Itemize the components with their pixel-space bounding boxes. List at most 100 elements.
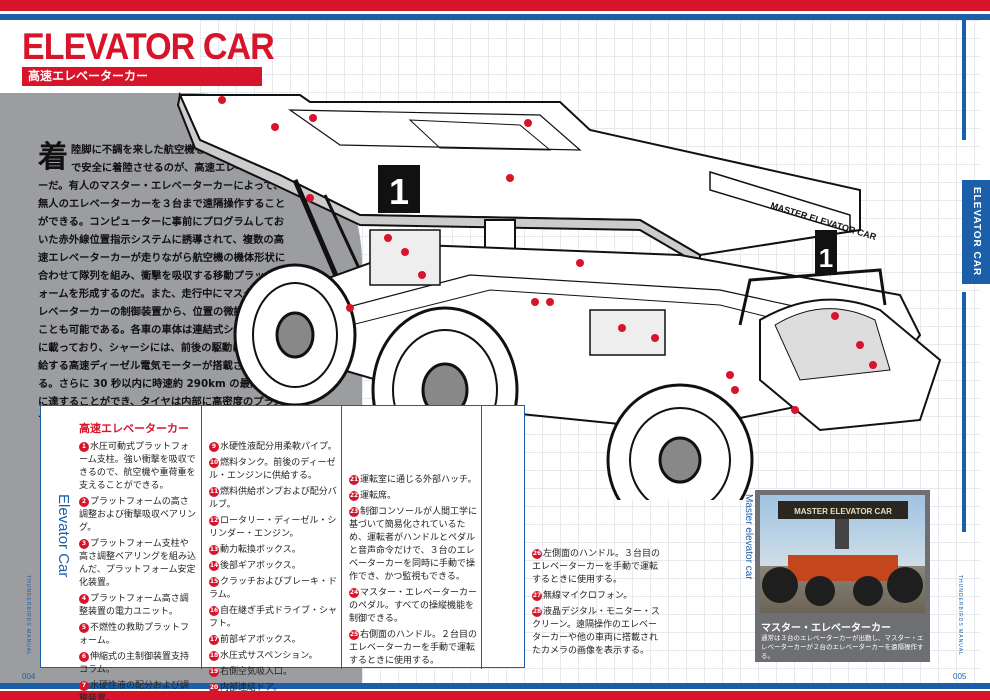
legend-heading: 高速エレベーターカー bbox=[79, 422, 189, 435]
legend-number-badge: 3 bbox=[79, 538, 89, 549]
side-rule bbox=[962, 292, 966, 532]
placard-number: 1 bbox=[819, 243, 833, 273]
photo-caption: 通常は３台のエレベーターカーが出動し、マスター・エレベーターカーが２台のエレベー… bbox=[761, 634, 924, 660]
bottom-stripe bbox=[0, 683, 990, 700]
legend-item-text: 水圧可動式プラットフォーム支柱。強い衝撃を吸収できるので、航空機や重荷重を支える… bbox=[79, 442, 196, 491]
photo-side-label: Master elevator car bbox=[743, 494, 754, 580]
side-tab: ELEVATOR CAR bbox=[962, 180, 990, 284]
page-number-left: 004 bbox=[22, 672, 36, 681]
margin-label-right: THUNDERBIRDS MANUAL bbox=[957, 575, 963, 656]
side-rule bbox=[962, 20, 966, 140]
legend-number-badge: 20 bbox=[209, 682, 219, 693]
legend-side-label: Elevator Car bbox=[55, 494, 72, 578]
legend-item-text: 自在継ぎ手式ドライブ・シャフト。 bbox=[209, 606, 338, 629]
legend-number-badge: 14 bbox=[209, 560, 219, 571]
legend-item-text: 右側面のハンドル。２台目のエレベーターカーを手動で運転するときに使用する。 bbox=[349, 630, 478, 666]
callout-markers bbox=[218, 96, 877, 414]
drop-cap: 着 bbox=[38, 140, 68, 175]
legend-number-badge: 2 bbox=[79, 496, 89, 507]
photo-box: MASTER ELEVATOR CAR マスター・エレベーターカー 通常は３台の… bbox=[755, 490, 930, 662]
legend-item-text: ロータリー・ディーゼル・シリンダー・エンジン。 bbox=[209, 516, 337, 539]
legend-number-badge: 6 bbox=[79, 651, 89, 662]
legend-number-badge: 25 bbox=[349, 629, 359, 640]
legend-item-text: 水硬性液配分用柔軟パイプ。 bbox=[220, 442, 337, 452]
legend-item-text: 燃料供給ポンプおよび配分バルブ。 bbox=[209, 487, 337, 510]
legend-item-text: プラットフォーム支柱や高さ調整ベアリングを組み込んだ、プラットフォーム安定化装置… bbox=[79, 539, 197, 588]
photo: MASTER ELEVATOR CAR bbox=[760, 495, 925, 613]
top-stripe bbox=[0, 0, 990, 20]
legend-number-badge: 24 bbox=[349, 587, 359, 598]
legend-number-badge: 7 bbox=[79, 680, 89, 691]
number-placard: 1 bbox=[378, 165, 420, 213]
page-title: ELEVATOR CAR bbox=[22, 26, 275, 67]
legend-item-text: 水圧式サスペンション。 bbox=[220, 651, 318, 661]
legend-item-text: プラットフォームの高さ調整および衝撃吸収ベアリング。 bbox=[79, 497, 197, 533]
legend-number-badge: 15 bbox=[209, 576, 219, 587]
legend-item-text: クラッチおよびブレーキ・ドラム。 bbox=[209, 577, 338, 600]
legend-item-text: 液晶デジタル・モニター・スクリーン。遠隔操作のエレベーターカーや他の車両に搭載さ… bbox=[532, 607, 660, 656]
legend-number-badge: 9 bbox=[209, 441, 219, 452]
legend-number-badge: 16 bbox=[209, 605, 219, 616]
photo-sign: MASTER ELEVATOR CAR bbox=[794, 507, 892, 516]
legend-item-text: 伸縮式の主制御装置支持コラム。 bbox=[79, 652, 190, 675]
legend-item-text: 水硬性液の配分および調整装置。 bbox=[79, 681, 190, 700]
page-number-right: 005 bbox=[953, 672, 967, 681]
legend-number-badge: 23 bbox=[349, 506, 359, 517]
legend-number-badge: 28 bbox=[532, 606, 542, 617]
legend-number-badge: 13 bbox=[209, 544, 219, 555]
page-subtitle: 高速エレベーターカー bbox=[22, 67, 262, 86]
legend-number-badge: 11 bbox=[209, 486, 219, 497]
legend-item-text: 無線マイクロフォン。 bbox=[543, 591, 633, 601]
legend-number-badge: 21 bbox=[349, 474, 359, 485]
legend-number-badge: 26 bbox=[532, 548, 542, 559]
divider bbox=[201, 406, 202, 669]
legend-item-text: 動力転換ボックス。 bbox=[220, 545, 301, 555]
legend-number-badge: 12 bbox=[209, 515, 219, 526]
legend-item-text: 前部ギアボックス。 bbox=[220, 635, 301, 645]
legend-number-badge: 17 bbox=[209, 634, 219, 645]
legend-item-text: 後部ギアボックス。 bbox=[220, 561, 301, 571]
legend-item-text: 運転席。 bbox=[360, 491, 397, 501]
master-sign bbox=[709, 170, 851, 234]
legend-item-text: 制御コンソールが人間工学に基づいて簡易化されているため、運転者がハンドルとペダル… bbox=[349, 507, 478, 582]
margin-label-left: THUNDERBIRDS MANUAL bbox=[25, 575, 31, 656]
legend-number-badge: 4 bbox=[79, 593, 89, 604]
legend-item-text: マスター・エレベーターカーのペダル。すべての操縦機能を制御できる。 bbox=[349, 588, 478, 624]
legend-number-badge: 27 bbox=[532, 590, 542, 601]
legend-item-text: プラットフォーム高さ調整装置の電力ユニット。 bbox=[79, 594, 189, 617]
photo-image: MASTER ELEVATOR CAR bbox=[762, 501, 923, 606]
legend-number-badge: 22 bbox=[349, 490, 359, 501]
legend-number-badge: 1 bbox=[79, 441, 89, 452]
divider bbox=[481, 406, 482, 669]
